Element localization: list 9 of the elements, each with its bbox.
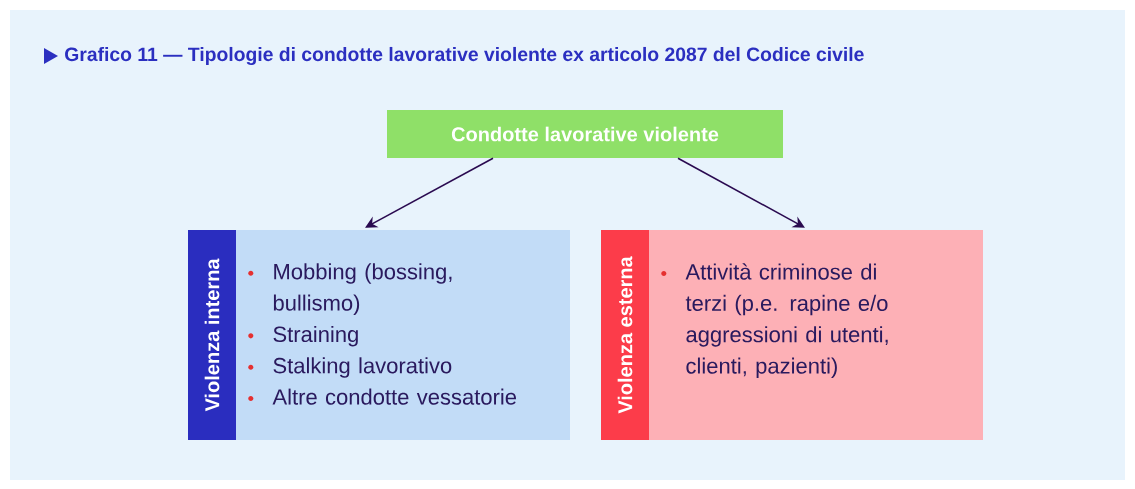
arrow xyxy=(677,157,805,228)
diagram-title: Grafico 11 — Tipologie di condotte lavorative violente ex articolo 2087 del Codice civile xyxy=(65,46,864,66)
heading-box: Condotte lavorative violente xyxy=(387,110,783,158)
bullet-item: Attività criminose di terzi (p.e. rapine e/o aggressioni di utenti, clienti, pazienti) xyxy=(661,263,888,379)
bullet-item: Straining xyxy=(248,325,358,347)
arrow xyxy=(365,157,494,228)
bullet-item: Mobbing (bossing, bullismo) xyxy=(248,263,452,316)
bullet-item: Altre condotte vessatorie xyxy=(248,388,516,405)
bullet-item: Stalking lavorativo xyxy=(248,357,452,378)
